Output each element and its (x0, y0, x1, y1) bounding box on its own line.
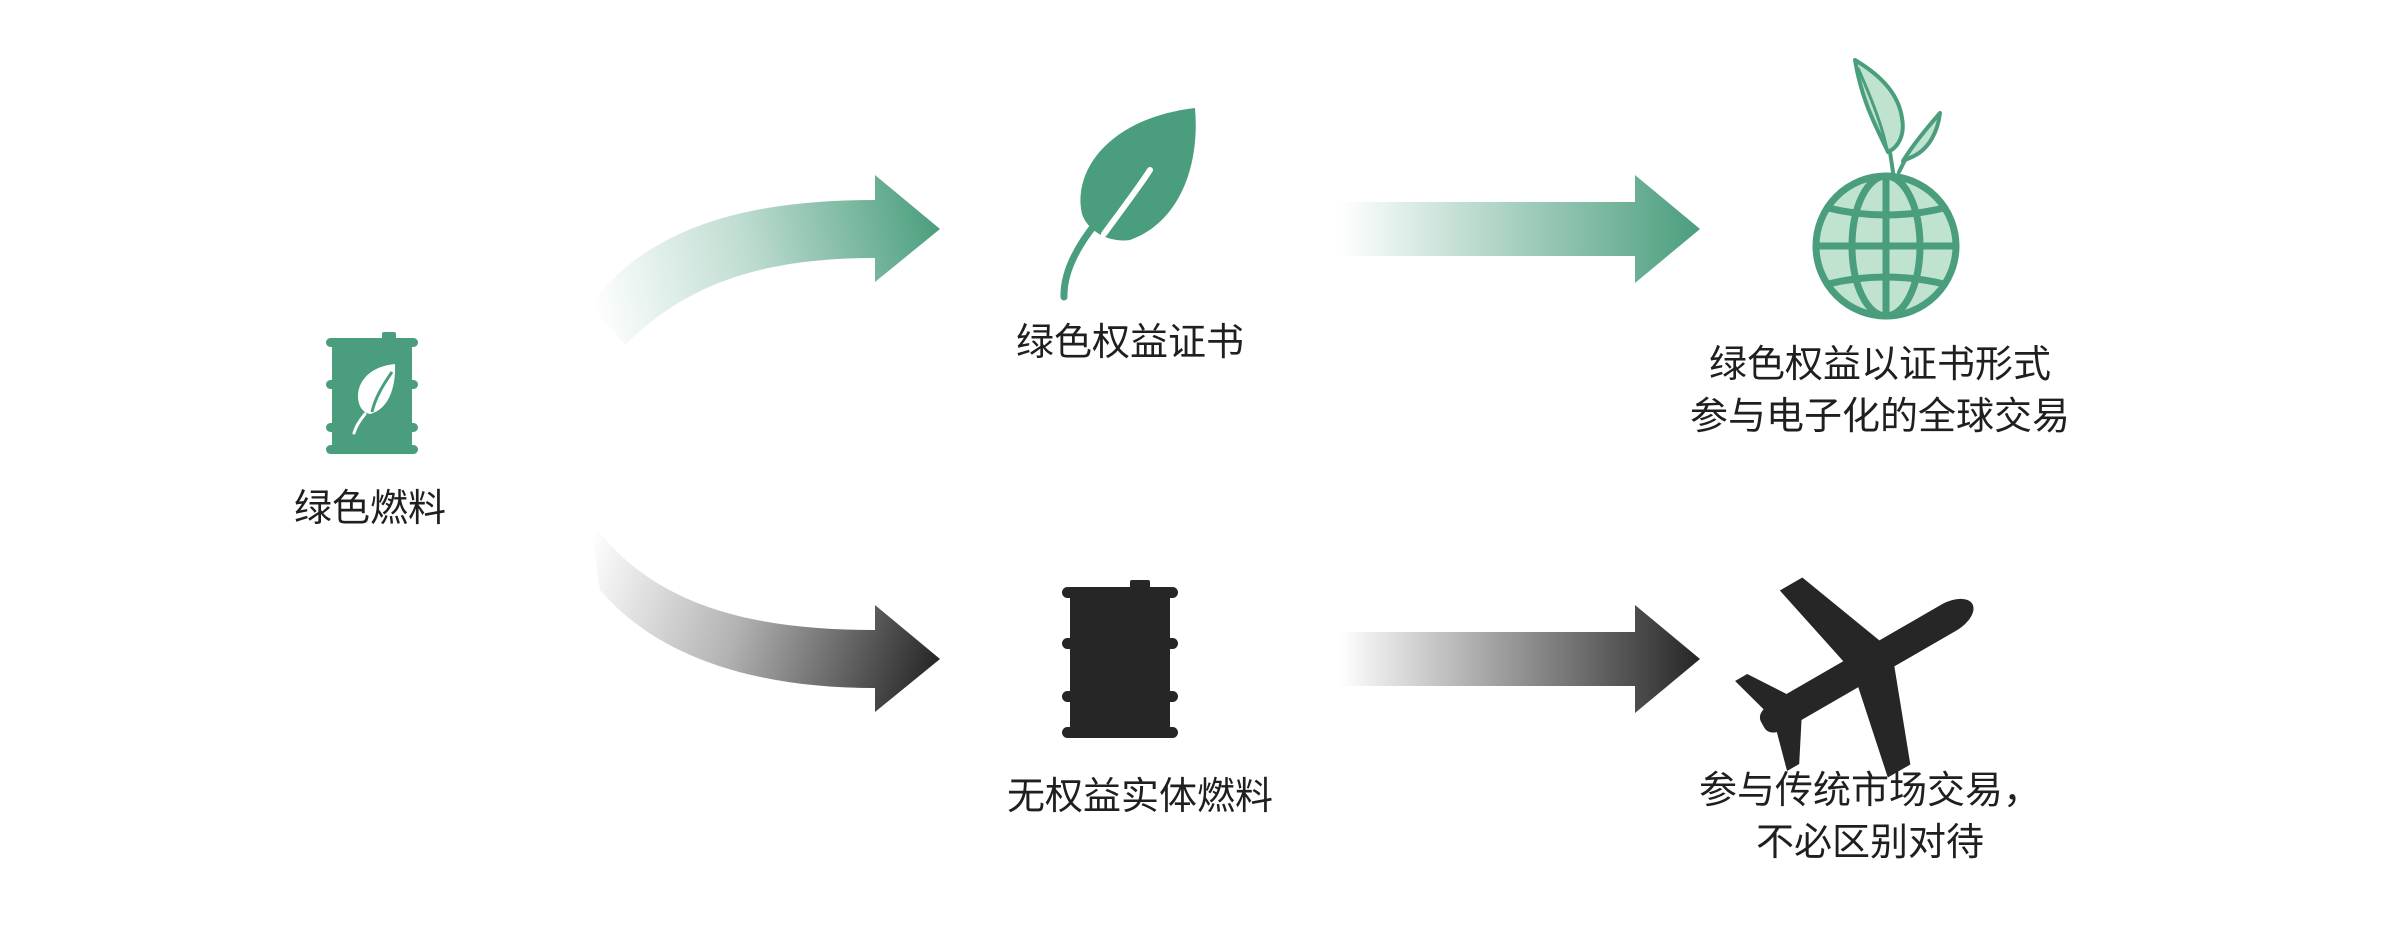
physical-fuel-label-text: 无权益实体燃料 (1006, 774, 1273, 818)
green-fuel-label-text: 绿色燃料 (293, 486, 446, 530)
traditional-trade-label-line-2: 不必区别对待 (1755, 820, 1984, 864)
global-trade-label-line-1: 绿色权益以证书形式 (1708, 342, 2051, 386)
green-fuel-label: 绿色燃料 (240, 482, 500, 534)
airplane-icon (1735, 577, 1974, 778)
leaf-icon (1060, 108, 1196, 301)
traditional-trade-label-line-1: 参与传统市场交易， (1698, 768, 2041, 812)
green-straight-arrow (1340, 175, 1700, 283)
black-barrel-icon (1062, 580, 1178, 738)
green-fuel-barrel-icon (326, 332, 418, 454)
global-trade-label-line-2: 参与电子化的全球交易 (1689, 394, 2070, 438)
dark-curved-arrow (590, 520, 940, 712)
physical-fuel-label: 无权益实体燃料 (940, 770, 1340, 822)
dark-straight-arrow (1340, 605, 1700, 713)
traditional-trade-label: 参与传统市场交易， 不必区别对待 (1660, 764, 2080, 868)
green-certificate-label-text: 绿色权益证书 (1015, 320, 1244, 364)
green-certificate-label: 绿色权益证书 (950, 316, 1310, 368)
global-trade-label: 绿色权益以证书形式 参与电子化的全球交易 (1640, 338, 2120, 442)
globe-with-sprout-icon (1812, 58, 1960, 320)
green-curved-arrow (590, 175, 940, 345)
